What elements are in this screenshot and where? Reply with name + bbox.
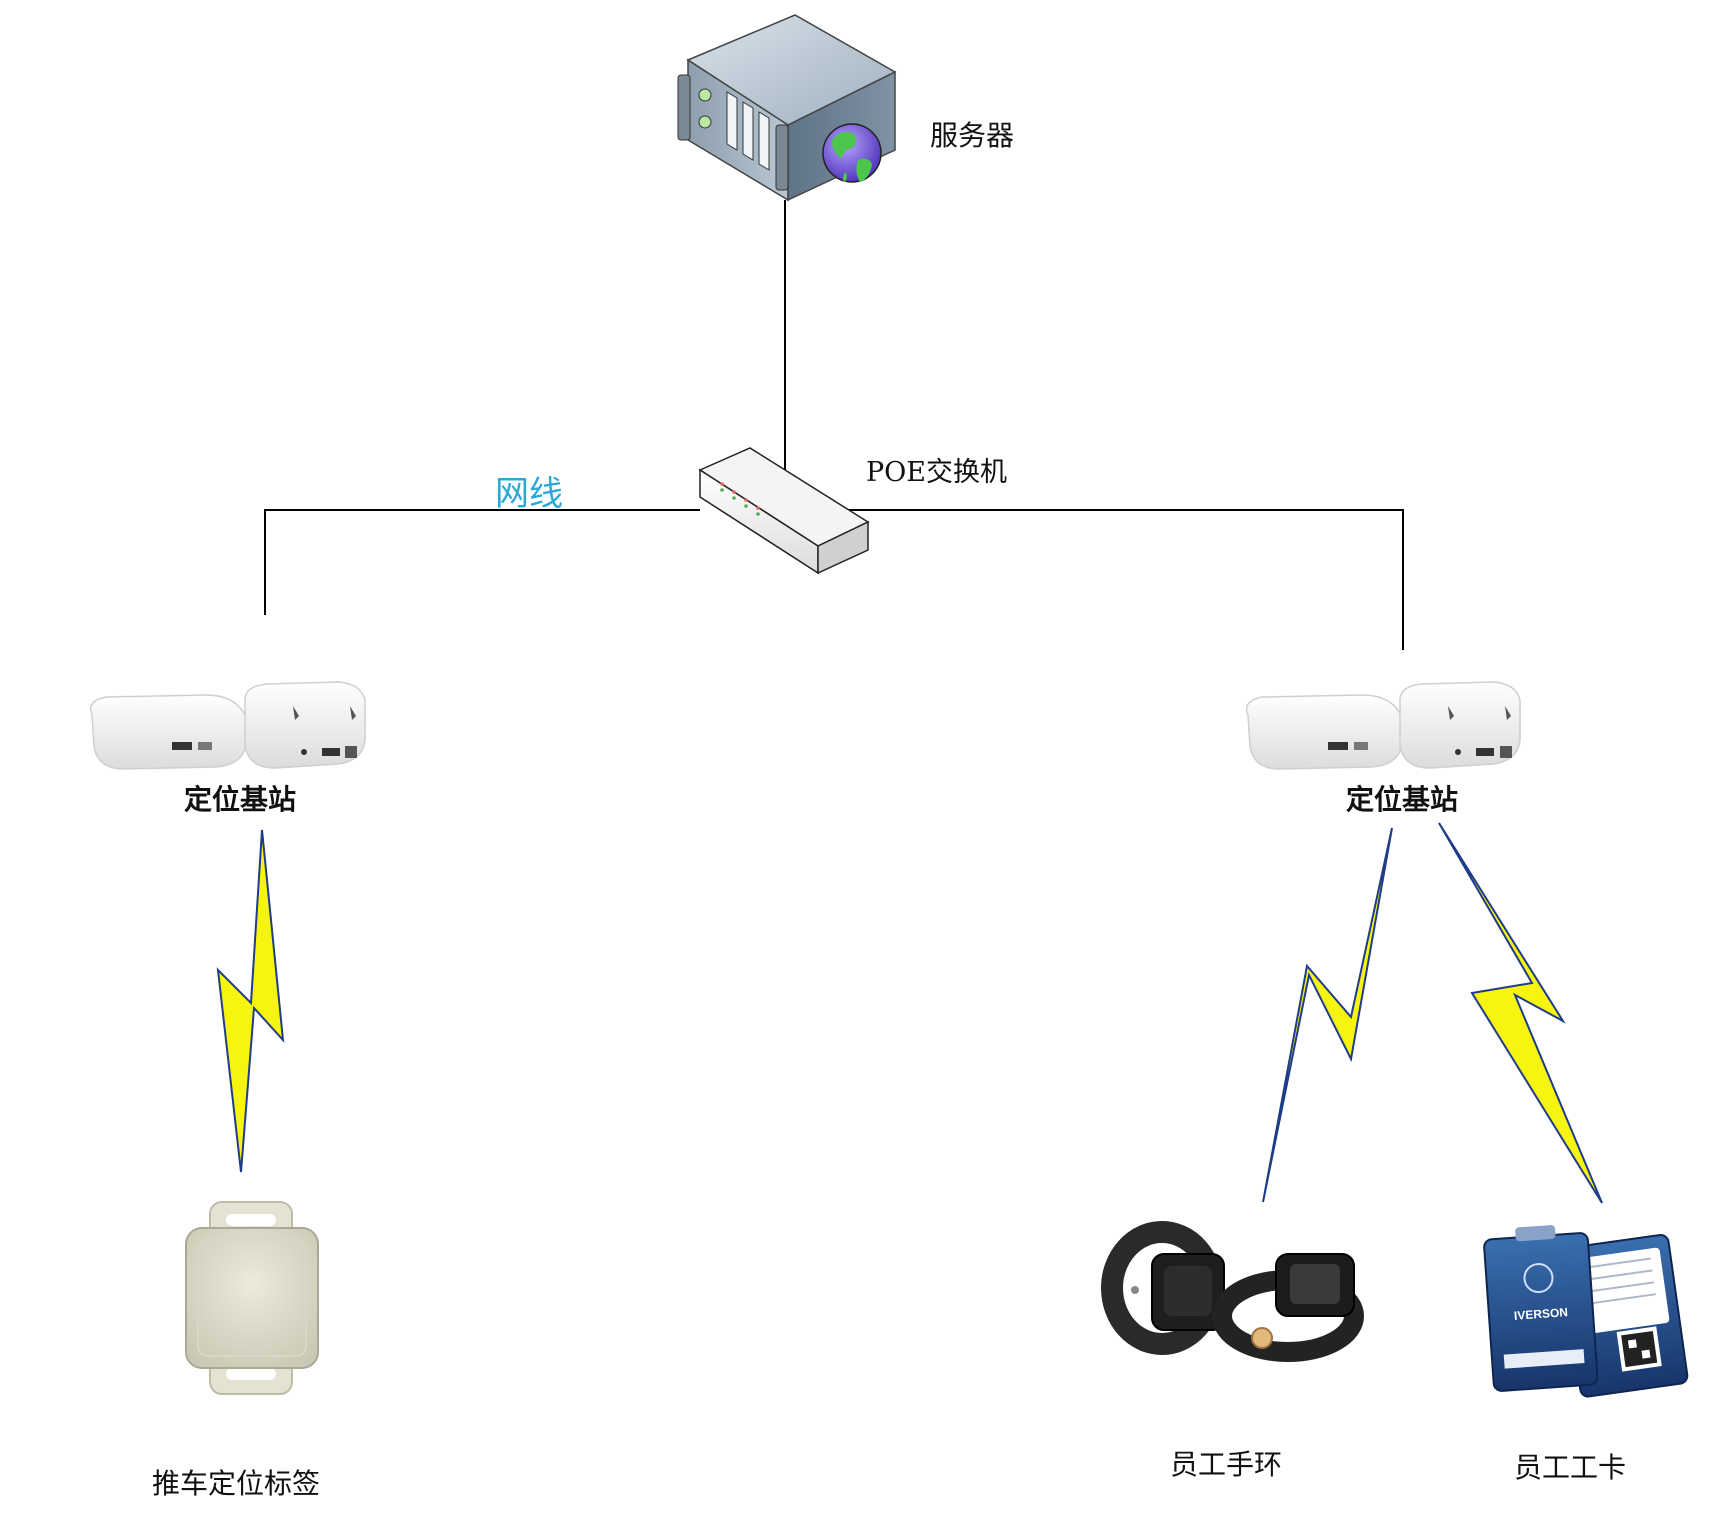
network-cables bbox=[264, 200, 1404, 650]
switch-label: POE交换机 bbox=[866, 457, 1008, 488]
base-station-right-label: 定位基站 bbox=[1346, 783, 1459, 816]
server-label: 服务器 bbox=[930, 119, 1015, 152]
base-station-left-icon bbox=[89, 681, 366, 770]
cart-tag-label: 推车定位标签 bbox=[152, 1467, 321, 1500]
lightning-bolt-icon bbox=[216, 829, 285, 1173]
base-station-left-label: 定位基站 bbox=[184, 783, 297, 816]
lightning-bolt-icon bbox=[1438, 822, 1603, 1204]
server-icon bbox=[677, 14, 897, 202]
poe-switch-icon bbox=[698, 447, 870, 575]
lightning-bolt-icon bbox=[1262, 827, 1393, 1203]
id-card-icon: IVERSON bbox=[1483, 1225, 1689, 1398]
cable-label: 网线 bbox=[495, 474, 563, 514]
cart-tag-icon bbox=[185, 1201, 319, 1395]
wireless-links bbox=[216, 822, 1603, 1204]
id-card-brand: IVERSON bbox=[1514, 1305, 1569, 1323]
id-card-label: 员工工卡 bbox=[1514, 1451, 1627, 1484]
wristband-icon bbox=[1101, 1221, 1364, 1362]
base-station-right-icon bbox=[1245, 681, 1521, 770]
wristband-label: 员工手环 bbox=[1170, 1448, 1283, 1481]
